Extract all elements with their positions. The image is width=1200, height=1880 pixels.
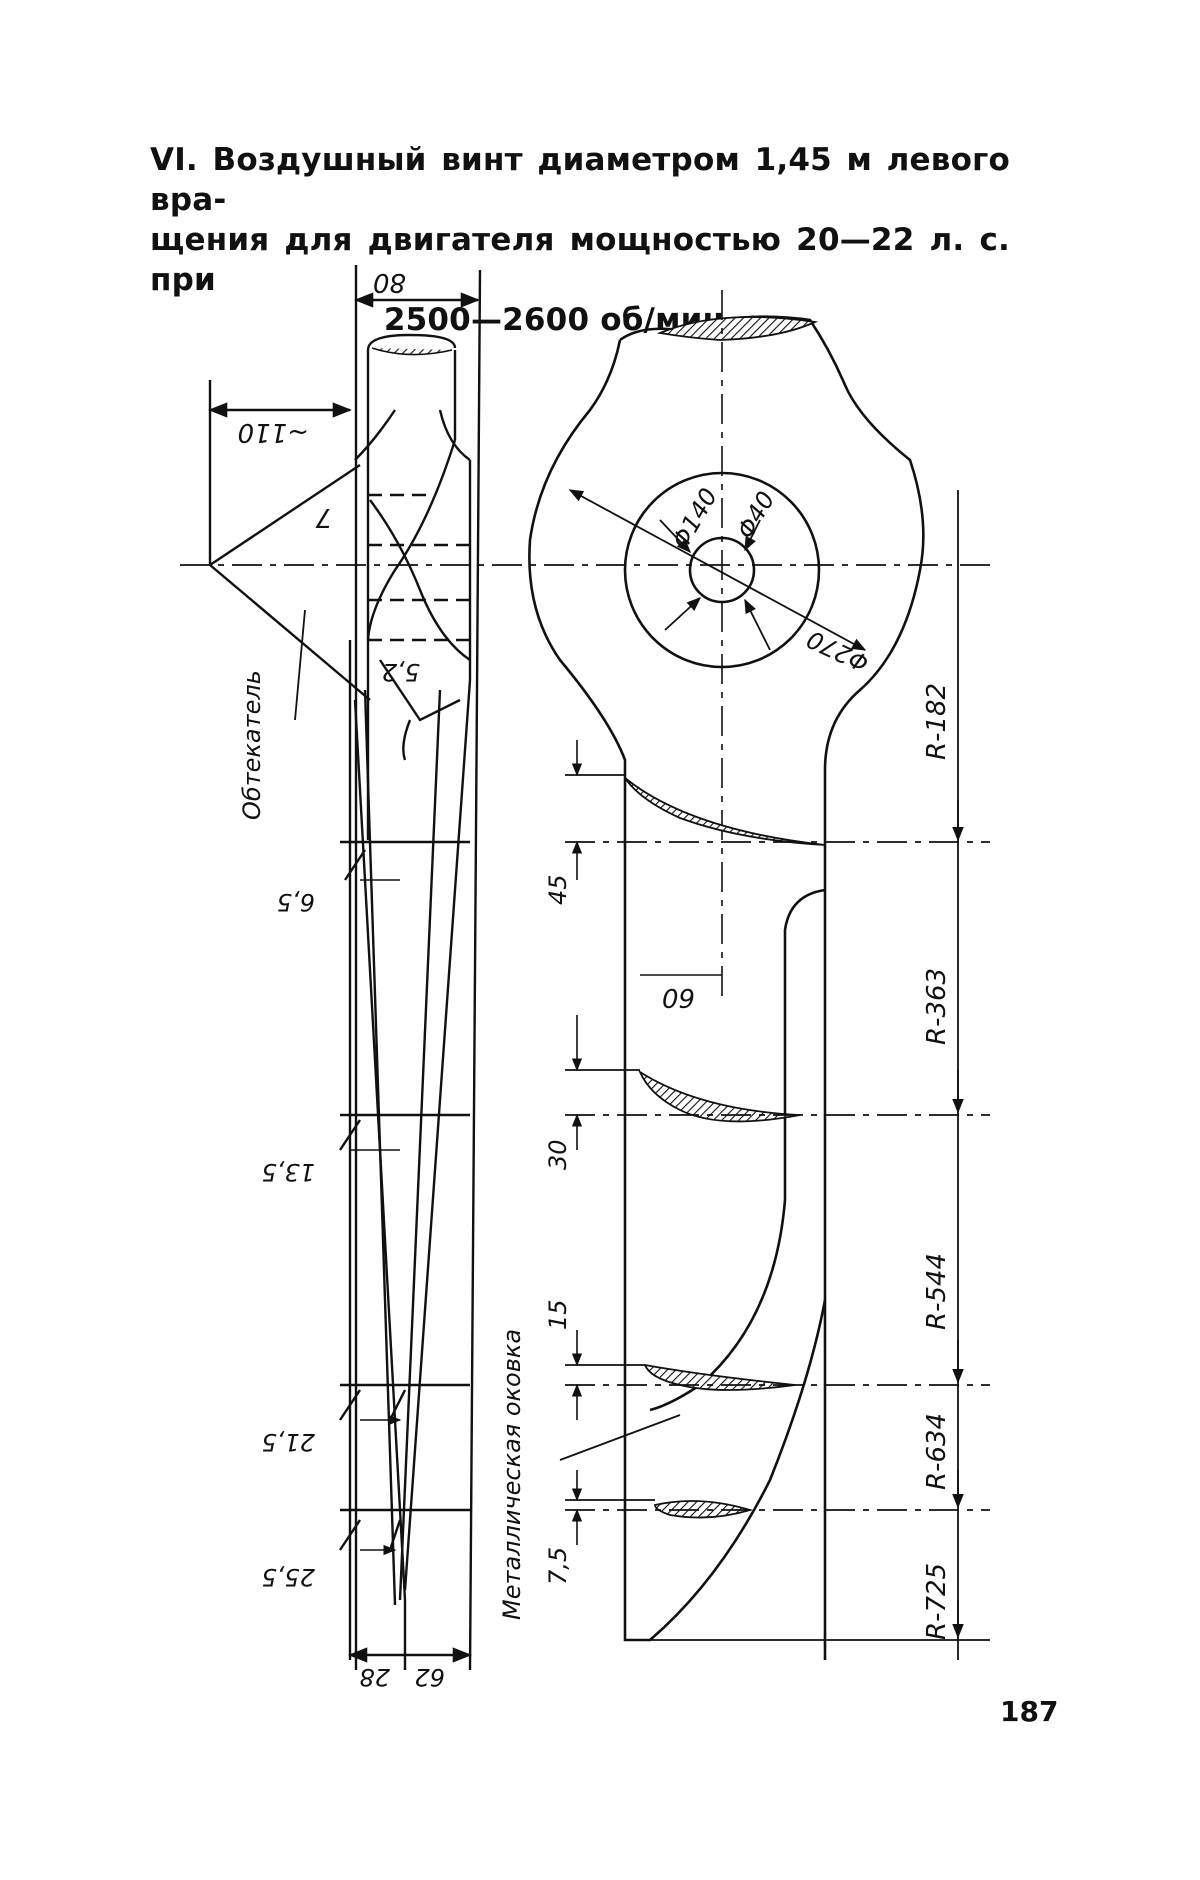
radius-725: R-725 xyxy=(922,1563,952,1640)
front-view xyxy=(528,290,990,1660)
caption-line-1: VI. Воздушный винт диаметром 1,45 м лево… xyxy=(150,142,1010,218)
dim-6-5: 6,5 xyxy=(277,888,315,916)
front-view-labels: Φ140 Φ40 Φ270 60 45 30 15 7,5 R-182 R-36… xyxy=(544,483,952,1640)
radius-634: R-634 xyxy=(922,1413,952,1490)
dim-21-5: 21,5 xyxy=(262,1428,315,1456)
dim-phi40: Φ40 xyxy=(731,487,780,544)
dim-60: 60 xyxy=(662,982,695,1012)
dim-110: ~110 xyxy=(238,417,309,447)
dim-15: 15 xyxy=(544,1299,572,1330)
caption-line-2: щения для двигателя мощностью 20—22 л. с… xyxy=(150,222,1010,298)
dim-28: 28 xyxy=(359,1663,390,1691)
dim-5-2: 5,2 xyxy=(382,658,420,686)
dim-phi270: Φ270 xyxy=(803,625,873,678)
metal-sheath-label: Металлическая оковка xyxy=(498,1329,526,1620)
dim-62: 62 xyxy=(414,1663,445,1691)
side-view-labels: 80 ~110 7 5,2 6,5 13,5 21,5 25,5 28 62 О… xyxy=(238,267,526,1691)
dim-30: 30 xyxy=(544,1139,572,1170)
dim-7-5: 7,5 xyxy=(544,1547,572,1585)
radius-182: R-182 xyxy=(922,683,952,760)
radius-363: R-363 xyxy=(922,968,952,1045)
figure-caption: VI. Воздушный винт диаметром 1,45 м лево… xyxy=(150,140,1010,340)
dim-25-5: 25,5 xyxy=(262,1563,315,1591)
radius-544: R-544 xyxy=(922,1253,952,1330)
page-number: 187 xyxy=(1000,1695,1059,1728)
fairing-label: Обтекатель xyxy=(238,670,266,820)
dim-80: 80 xyxy=(373,267,406,297)
dim-7: 7 xyxy=(315,502,332,532)
side-view xyxy=(180,265,990,1671)
dim-phi140: Φ140 xyxy=(666,483,723,553)
dim-45: 45 xyxy=(544,874,572,905)
dim-13-5: 13,5 xyxy=(262,1158,315,1186)
